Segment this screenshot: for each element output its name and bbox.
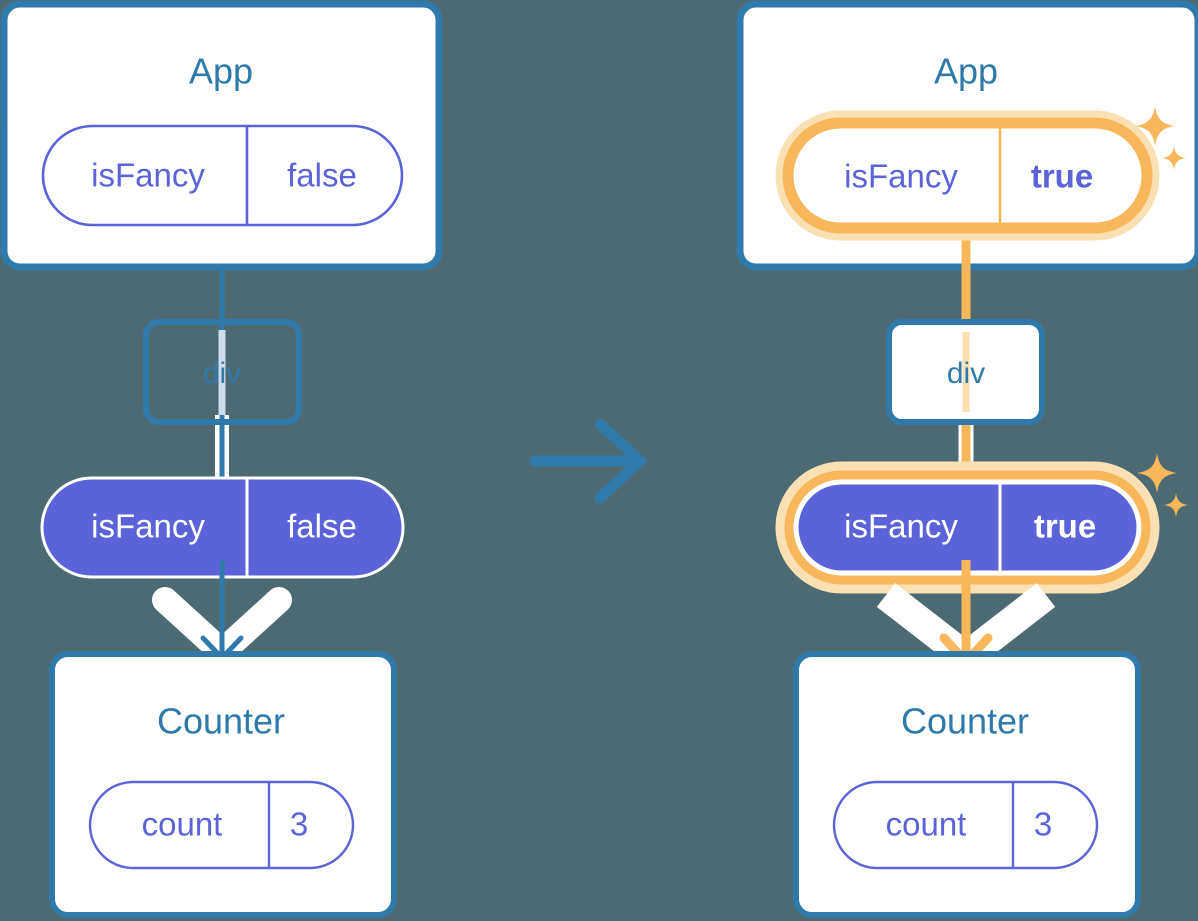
sparkle-small-icon-2: [1164, 493, 1188, 517]
state-pill-counter-after: count 3: [832, 780, 1099, 870]
element-box-div-after: div: [886, 319, 1045, 425]
props-pill-after-key: isFancy: [844, 508, 958, 545]
element-box-div: div: [143, 319, 302, 425]
component-title-app: App: [189, 51, 253, 92]
component-title-counter-after: Counter: [901, 701, 1029, 742]
props-pill-key: isFancy: [91, 508, 205, 545]
arrow-right-icon: [529, 418, 649, 504]
state-pill-value: false: [287, 157, 357, 194]
state-pill-counter-value: 3: [290, 806, 308, 843]
props-pill-after: isFancy true: [775, 461, 1160, 594]
state-pill-key: isFancy: [91, 157, 205, 194]
state-pill-counter-key: count: [142, 806, 223, 843]
highlight-glow-app-pill: [775, 110, 1160, 241]
state-pill-app-after: isFancy true: [775, 110, 1160, 241]
state-pill-app: isFancy false: [41, 124, 404, 227]
state-pill-counter-after-value: 3: [1034, 806, 1052, 843]
highlight-ring-app-pill: [782, 117, 1153, 234]
state-pill-after-key: isFancy: [844, 158, 958, 195]
props-pill-after-value: true: [1034, 508, 1096, 545]
state-pill-after-value: true: [1031, 158, 1093, 195]
state-pill-counter: count 3: [88, 780, 355, 870]
props-pill: isFancy false: [40, 476, 405, 579]
element-label-div-after: div: [947, 357, 985, 390]
panel-after: App isFancy true div isFancy true: [736, 0, 1198, 918]
component-title-counter: Counter: [157, 701, 285, 742]
element-label-div: div: [203, 357, 241, 390]
panel-before: App isFancy false div isFancy false: [0, 0, 443, 918]
component-title-app-after: App: [934, 51, 998, 92]
state-pill-counter-after-key: count: [886, 806, 967, 843]
props-pill-value: false: [287, 508, 357, 545]
